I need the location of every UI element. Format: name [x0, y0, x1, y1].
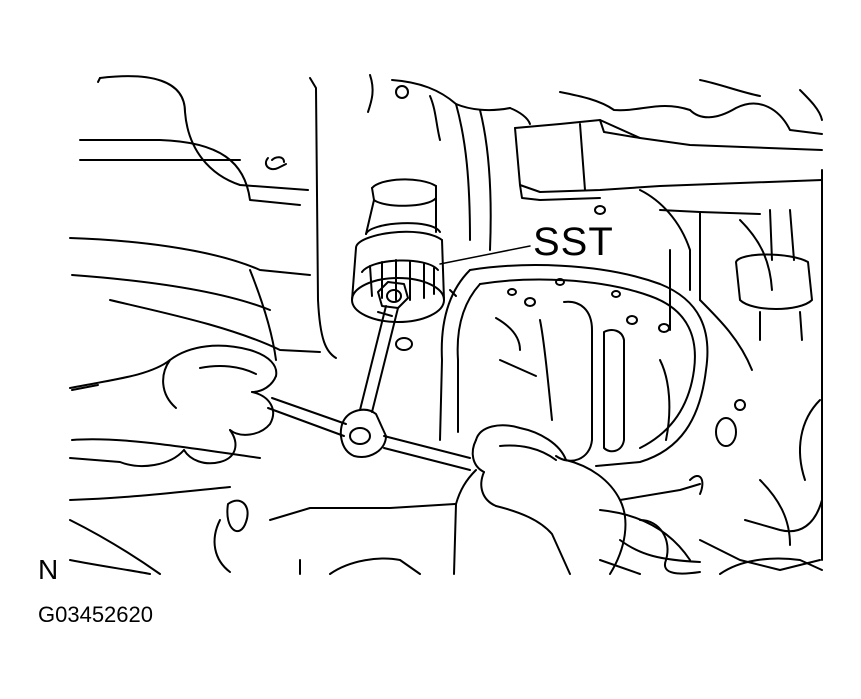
sst-callout-label: SST: [533, 220, 614, 264]
view-label: N: [38, 554, 59, 585]
right-hand: [454, 425, 702, 574]
housing-outline: [392, 80, 822, 370]
lower-frame-outline: [70, 170, 822, 574]
sst-leader-line: [440, 246, 530, 264]
extension-bar: [360, 306, 398, 412]
t-handle: [268, 398, 470, 470]
fastener-details: [266, 86, 745, 446]
left-hand: [70, 346, 276, 466]
sst-arm-outline: [515, 120, 822, 200]
engine-block-outline: [70, 75, 822, 574]
oil-filter: [352, 179, 444, 322]
strut-rod: [736, 210, 812, 340]
oil-pan: [440, 265, 707, 466]
figure-id: G03452620: [38, 602, 153, 627]
socket-hex: [378, 282, 408, 308]
